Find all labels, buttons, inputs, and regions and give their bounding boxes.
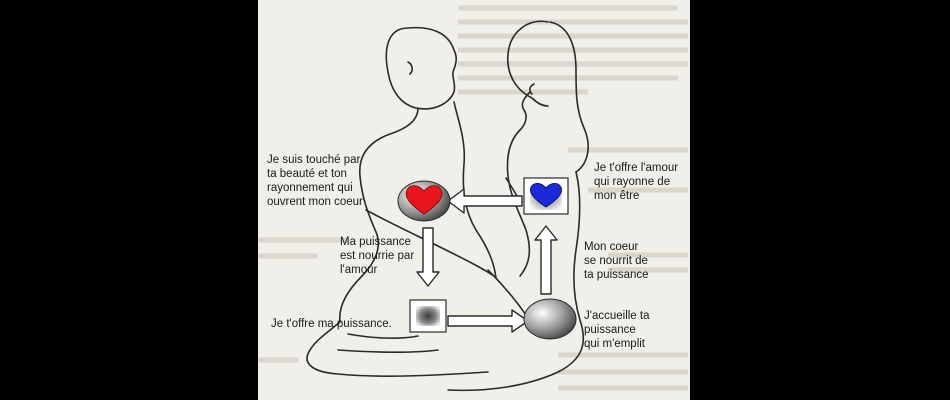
arrow-his-power-to-her-power (447, 309, 529, 333)
label-he-offers-power: Je t'offre ma puissance. (271, 318, 392, 330)
his-power-square-icon (409, 299, 447, 333)
his-heart-icon (397, 180, 451, 222)
label-she-welcomes: J'accueille ta puissance qui m'emplit (584, 310, 650, 350)
her-power-oval-icon (523, 298, 577, 340)
illustration-page: Je suis touché par ta beauté et ton rayo… (258, 0, 690, 400)
arrow-her-power-to-her-heart (534, 225, 558, 295)
label-she-offers-love: Je t'offre l'amour qui rayonne de mon êt… (594, 162, 679, 202)
woman-figure (447, 20, 589, 392)
faded-background-text (258, 5, 688, 391)
label-her-heart-nourished: Mon coeur se nourrit de ta puissance (584, 241, 649, 281)
couple-diagram (306, 20, 589, 392)
her-heart-icon (523, 177, 569, 215)
label-he-touched: Je suis touché par ta beauté et ton rayo… (267, 154, 363, 208)
arrow-his-heart-to-power (416, 227, 440, 287)
arrow-her-heart-to-his-heart (447, 188, 523, 214)
man-figure (306, 26, 497, 377)
label-his-power-nourished: Ma puissance est nourrie par l'amour (340, 236, 415, 276)
